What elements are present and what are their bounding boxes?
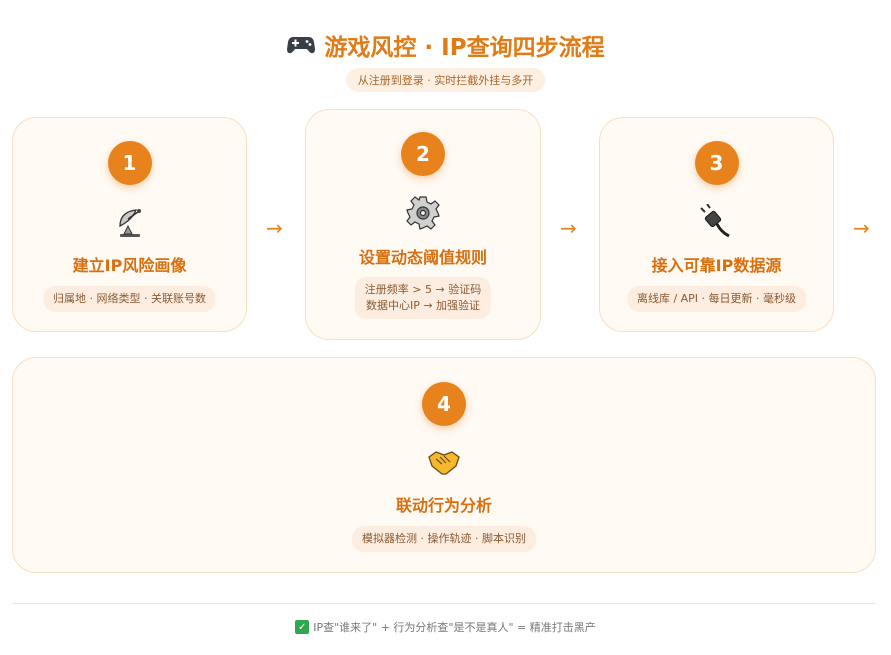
step-card-4: 4 联动行为分析 模拟器检测 · 操作轨迹 · 脚本识别 xyxy=(12,357,876,573)
step-detail: 归属地 · 网络类型 · 关联账号数 xyxy=(43,286,216,312)
step-card-1: 1 建立IP风险画像 归属地 · 网络类型 · 关联账号数 xyxy=(12,117,247,332)
subtitle-badge: 从注册到登录 · 实时拦截外挂与多开 xyxy=(345,68,546,92)
flow-arrow: → xyxy=(853,216,870,240)
step-number-badge: 2 xyxy=(401,132,445,176)
step-detail: 模拟器检测 · 操作轨迹 · 脚本识别 xyxy=(352,526,536,552)
check-mark-icon: ✓ xyxy=(295,620,310,634)
gamepad-icon xyxy=(287,37,316,54)
footer: ✓ IP查"谁来了" + 行为分析查"是不是真人" = 精准打击黑产 xyxy=(0,619,891,635)
step-title: 建立IP风险画像 xyxy=(72,256,187,275)
title-row: 游戏风控 · IP查询四步流程 xyxy=(0,28,891,62)
step-detail: 离线库 / API · 每日更新 · 毫秒级 xyxy=(626,286,807,312)
step-number-badge: 3 xyxy=(694,141,739,185)
gear-icon xyxy=(406,196,440,230)
step-number-badge: 1 xyxy=(107,141,152,185)
step-detail-line: 注册频率 > 5 → 验证码 xyxy=(364,283,482,296)
satellite-dish-icon xyxy=(118,209,141,237)
page-title: 游戏风控 · IP查询四步流程 xyxy=(324,35,605,61)
flow-arrow: → xyxy=(560,216,577,240)
flow-arrow: → xyxy=(266,216,283,240)
step-title: 接入可靠IP数据源 xyxy=(651,256,782,275)
step-title: 联动行为分析 xyxy=(395,496,492,515)
step-number-badge: 4 xyxy=(422,382,466,426)
plug-icon xyxy=(699,204,730,238)
step-detail: 注册频率 > 5 → 验证码 数据中心IP → 加强验证 xyxy=(354,277,492,319)
step-detail-line: 数据中心IP → 加强验证 xyxy=(365,298,481,312)
handshake-icon xyxy=(428,451,460,475)
step-card-2: 2 设置动态阈值规则 注册频率 > 5 → 验证码 数据中心IP → 加强验证 xyxy=(305,109,541,340)
step-title: 设置动态阈值规则 xyxy=(358,248,487,267)
footer-divider xyxy=(12,603,876,604)
step-card-3: 3 接入可靠IP数据源 离线库 / API · 每日更新 · 毫秒级 xyxy=(599,117,834,332)
footer-text: IP查"谁来了" + 行为分析查"是不是真人" = 精准打击黑产 xyxy=(313,621,596,634)
